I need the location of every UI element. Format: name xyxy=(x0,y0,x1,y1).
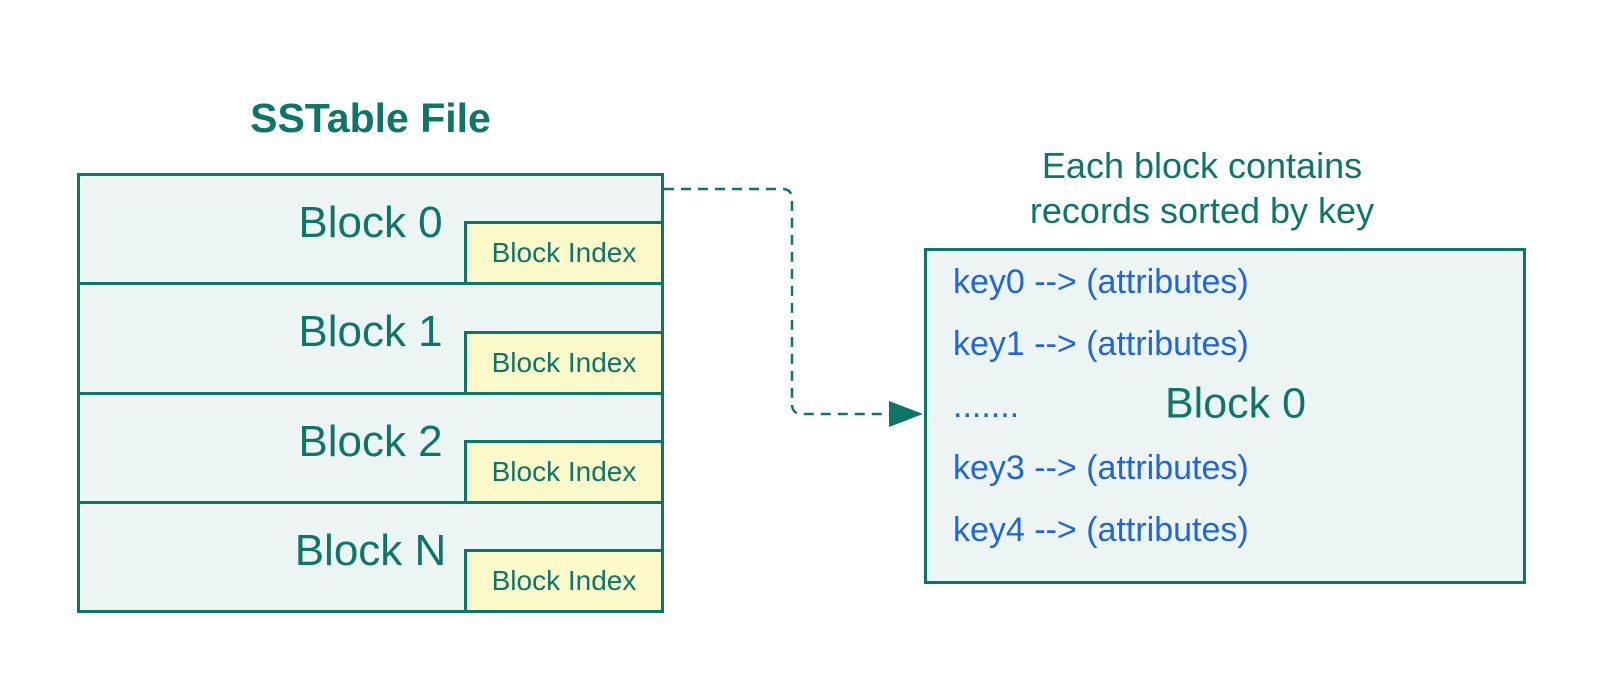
block-2-label: Block 2 xyxy=(298,416,443,466)
block-0-index-box: Block Index xyxy=(464,221,661,283)
block-n-index-label: Block Index xyxy=(491,565,637,596)
block-row-2: Block 2 Block Index xyxy=(80,391,661,501)
record-key0: key0 --> (attributes) xyxy=(953,262,1249,301)
block-n-index-box: Block Index xyxy=(464,549,661,610)
sstable-file-stack: Block 0 Block Index Block 1 Block Index … xyxy=(77,173,664,613)
sstable-file-title: SSTable File xyxy=(250,95,491,141)
block-row-0: Block 0 Block Index xyxy=(80,176,661,283)
block-1-index-label: Block Index xyxy=(491,346,637,378)
block-row-1: Block 1 Block Index xyxy=(80,282,661,392)
block-row-n: Block N Block Index xyxy=(80,500,661,610)
record-key3: key3 --> (attributes) xyxy=(953,448,1249,487)
ellipsis-dots: ....... xyxy=(953,386,1020,425)
dashed-connector-path xyxy=(664,187,889,416)
block-2-index-label: Block Index xyxy=(491,455,637,487)
block-detail-title-line2: records sorted by key xyxy=(1029,190,1375,231)
record-key1: key1 --> (attributes) xyxy=(953,324,1249,363)
block-1-index-box: Block Index xyxy=(464,330,661,392)
block-detail-title-line1: Each block contains xyxy=(1041,145,1363,186)
block-detail-box: key0 --> (attributes) key1 --> (attribut… xyxy=(924,248,1526,584)
arrowhead-icon xyxy=(889,401,923,427)
block-0-index-label: Block Index xyxy=(491,237,637,269)
detail-block-label: Block 0 xyxy=(1165,379,1307,428)
block-0-label: Block 0 xyxy=(298,198,443,248)
block-2-index-box: Block Index xyxy=(464,439,661,501)
block-n-label: Block N xyxy=(294,525,447,575)
block-detail-title: Each block contains records sorted by ke… xyxy=(902,143,1502,233)
record-key4: key4 --> (attributes) xyxy=(953,510,1249,549)
block-1-label: Block 1 xyxy=(298,307,443,357)
record-ellipsis-row: ....... Block 0 xyxy=(927,375,1523,437)
